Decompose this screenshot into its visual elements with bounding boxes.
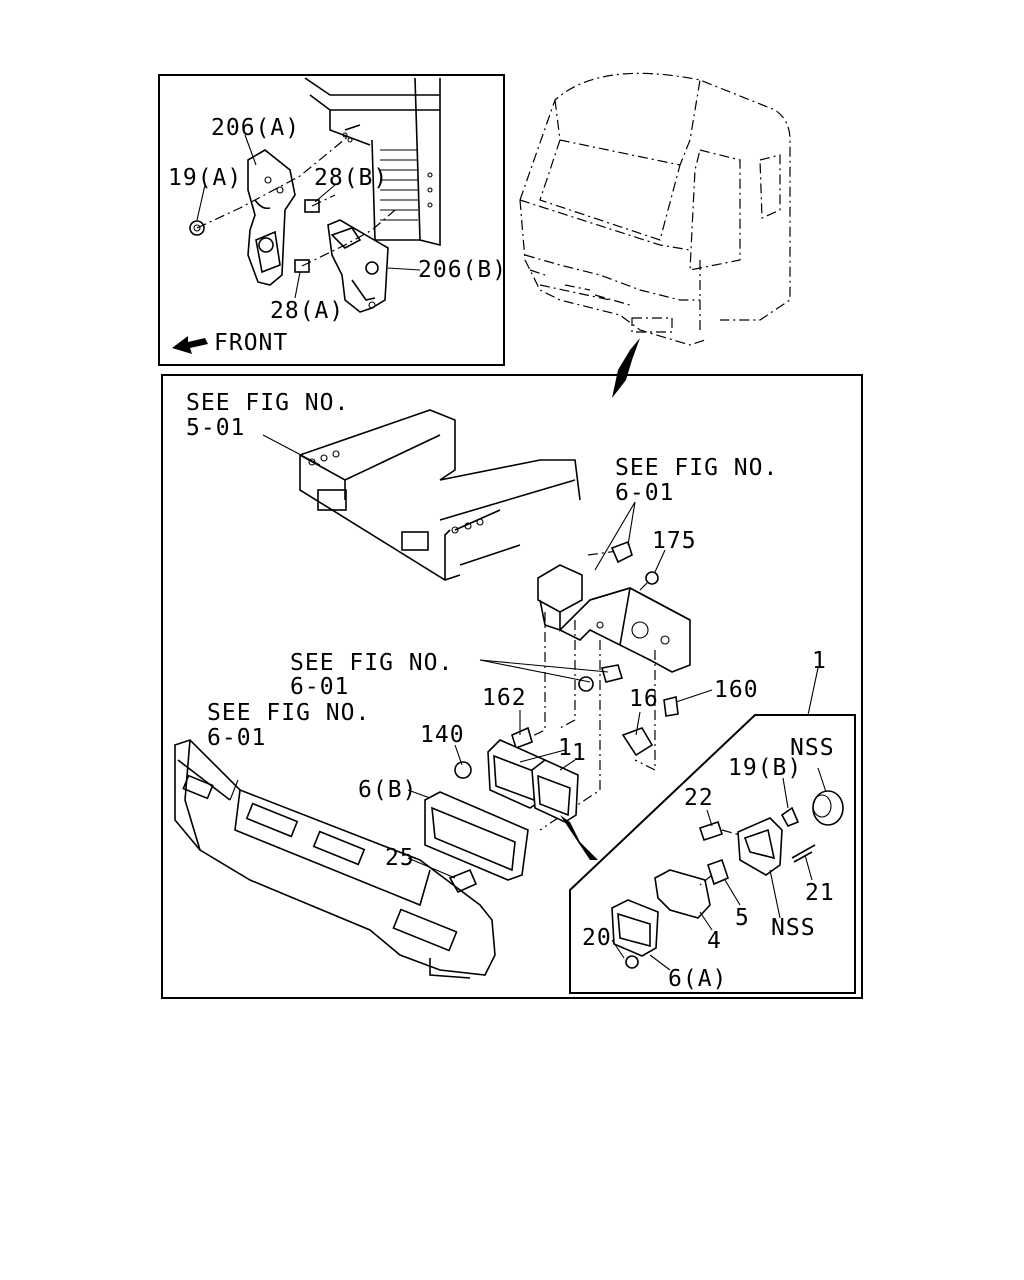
clip-16 (621, 727, 654, 757)
lamp-housing-drawings (487, 739, 579, 823)
label-28b: 28(B) (314, 165, 388, 191)
label-nss-socket: NSS (771, 915, 816, 941)
truck-cab-drawing (519, 72, 791, 398)
socket-nss-drawing (737, 817, 783, 876)
label-160: 160 (714, 677, 759, 703)
label-4: 4 (707, 928, 722, 954)
label-19a: 19(A) (168, 165, 242, 191)
label-175: 175 (652, 528, 697, 554)
label-20: 20 (582, 925, 612, 951)
label-206b: 206(B) (418, 257, 507, 283)
mounting-bracket-drawing (537, 564, 691, 673)
inset-lamp-detail (560, 714, 856, 994)
label-1-housing-right: 1 (572, 740, 587, 766)
front-arrow-icon (172, 336, 208, 354)
screw-22 (698, 820, 724, 842)
label-206a: 206(A) (211, 115, 300, 141)
label-16: 16 (629, 686, 659, 712)
screw-25 (448, 868, 478, 894)
label-21: 21 (805, 880, 835, 906)
label-25: 25 (385, 845, 415, 871)
label-seefig-601-mid-line2: 6-01 (290, 674, 349, 700)
label-1-housing-left: 1 (558, 735, 573, 761)
label-162: 162 (482, 685, 527, 711)
label-front: FRONT (214, 330, 288, 356)
label-seefig-501-line1: SEE FIG NO. (186, 390, 349, 416)
bracket-206b-drawing (327, 219, 389, 313)
label-28a: 28(A) (270, 298, 344, 324)
nut-140 (454, 761, 472, 779)
main-assembly: SEE FIG NO. 5-01 SEE FIG NO. 6-01 175 SE… (161, 374, 863, 999)
pointer-arrow-icon (612, 338, 640, 398)
label-seefig-601-right-line2: 6-01 (615, 480, 674, 506)
bulb-5 (707, 858, 729, 886)
label-seefig-601-right-line1: SEE FIG NO. (615, 455, 778, 481)
bezel-6b-drawing (424, 791, 529, 881)
inset-frame (158, 74, 505, 366)
label-seefig-601-left-line1: SEE FIG NO. (207, 700, 370, 726)
label-nss-bulb: NSS (790, 735, 835, 761)
chassis-frame-drawing (299, 409, 581, 581)
label-5: 5 (735, 905, 750, 931)
cab-panel-drawing (304, 77, 441, 247)
nut-175 (645, 571, 659, 585)
nut-19b (780, 806, 800, 828)
bumper-drawing (174, 739, 496, 979)
main-frame (161, 374, 863, 999)
bolt-162 (511, 726, 533, 750)
bolt-160 (663, 696, 679, 717)
label-seefig-601-mid-line1: SEE FIG NO. (290, 650, 453, 676)
label-seefig-501-line2: 5-01 (186, 415, 245, 441)
label-6b: 6(B) (358, 777, 417, 803)
label-seefig-601-left-line2: 6-01 (207, 725, 266, 751)
lamp-inset-frame (569, 714, 856, 994)
inset-pointer-arrow-icon (560, 815, 598, 860)
lens-4 (654, 869, 711, 919)
label-6a: 6(A) (668, 966, 727, 992)
label-19b: 19(B) (728, 755, 802, 781)
frame-6a (611, 899, 659, 957)
label-22: 22 (684, 785, 714, 811)
screw-20 (625, 955, 639, 969)
bracket-206a-drawing (247, 149, 296, 286)
inset-bracket-detail: 206(A) 19(A) 28(B) 206(B) 28(A) FRONT (158, 74, 507, 366)
label-140: 140 (420, 722, 465, 748)
label-1-assembly: 1 (812, 648, 827, 674)
